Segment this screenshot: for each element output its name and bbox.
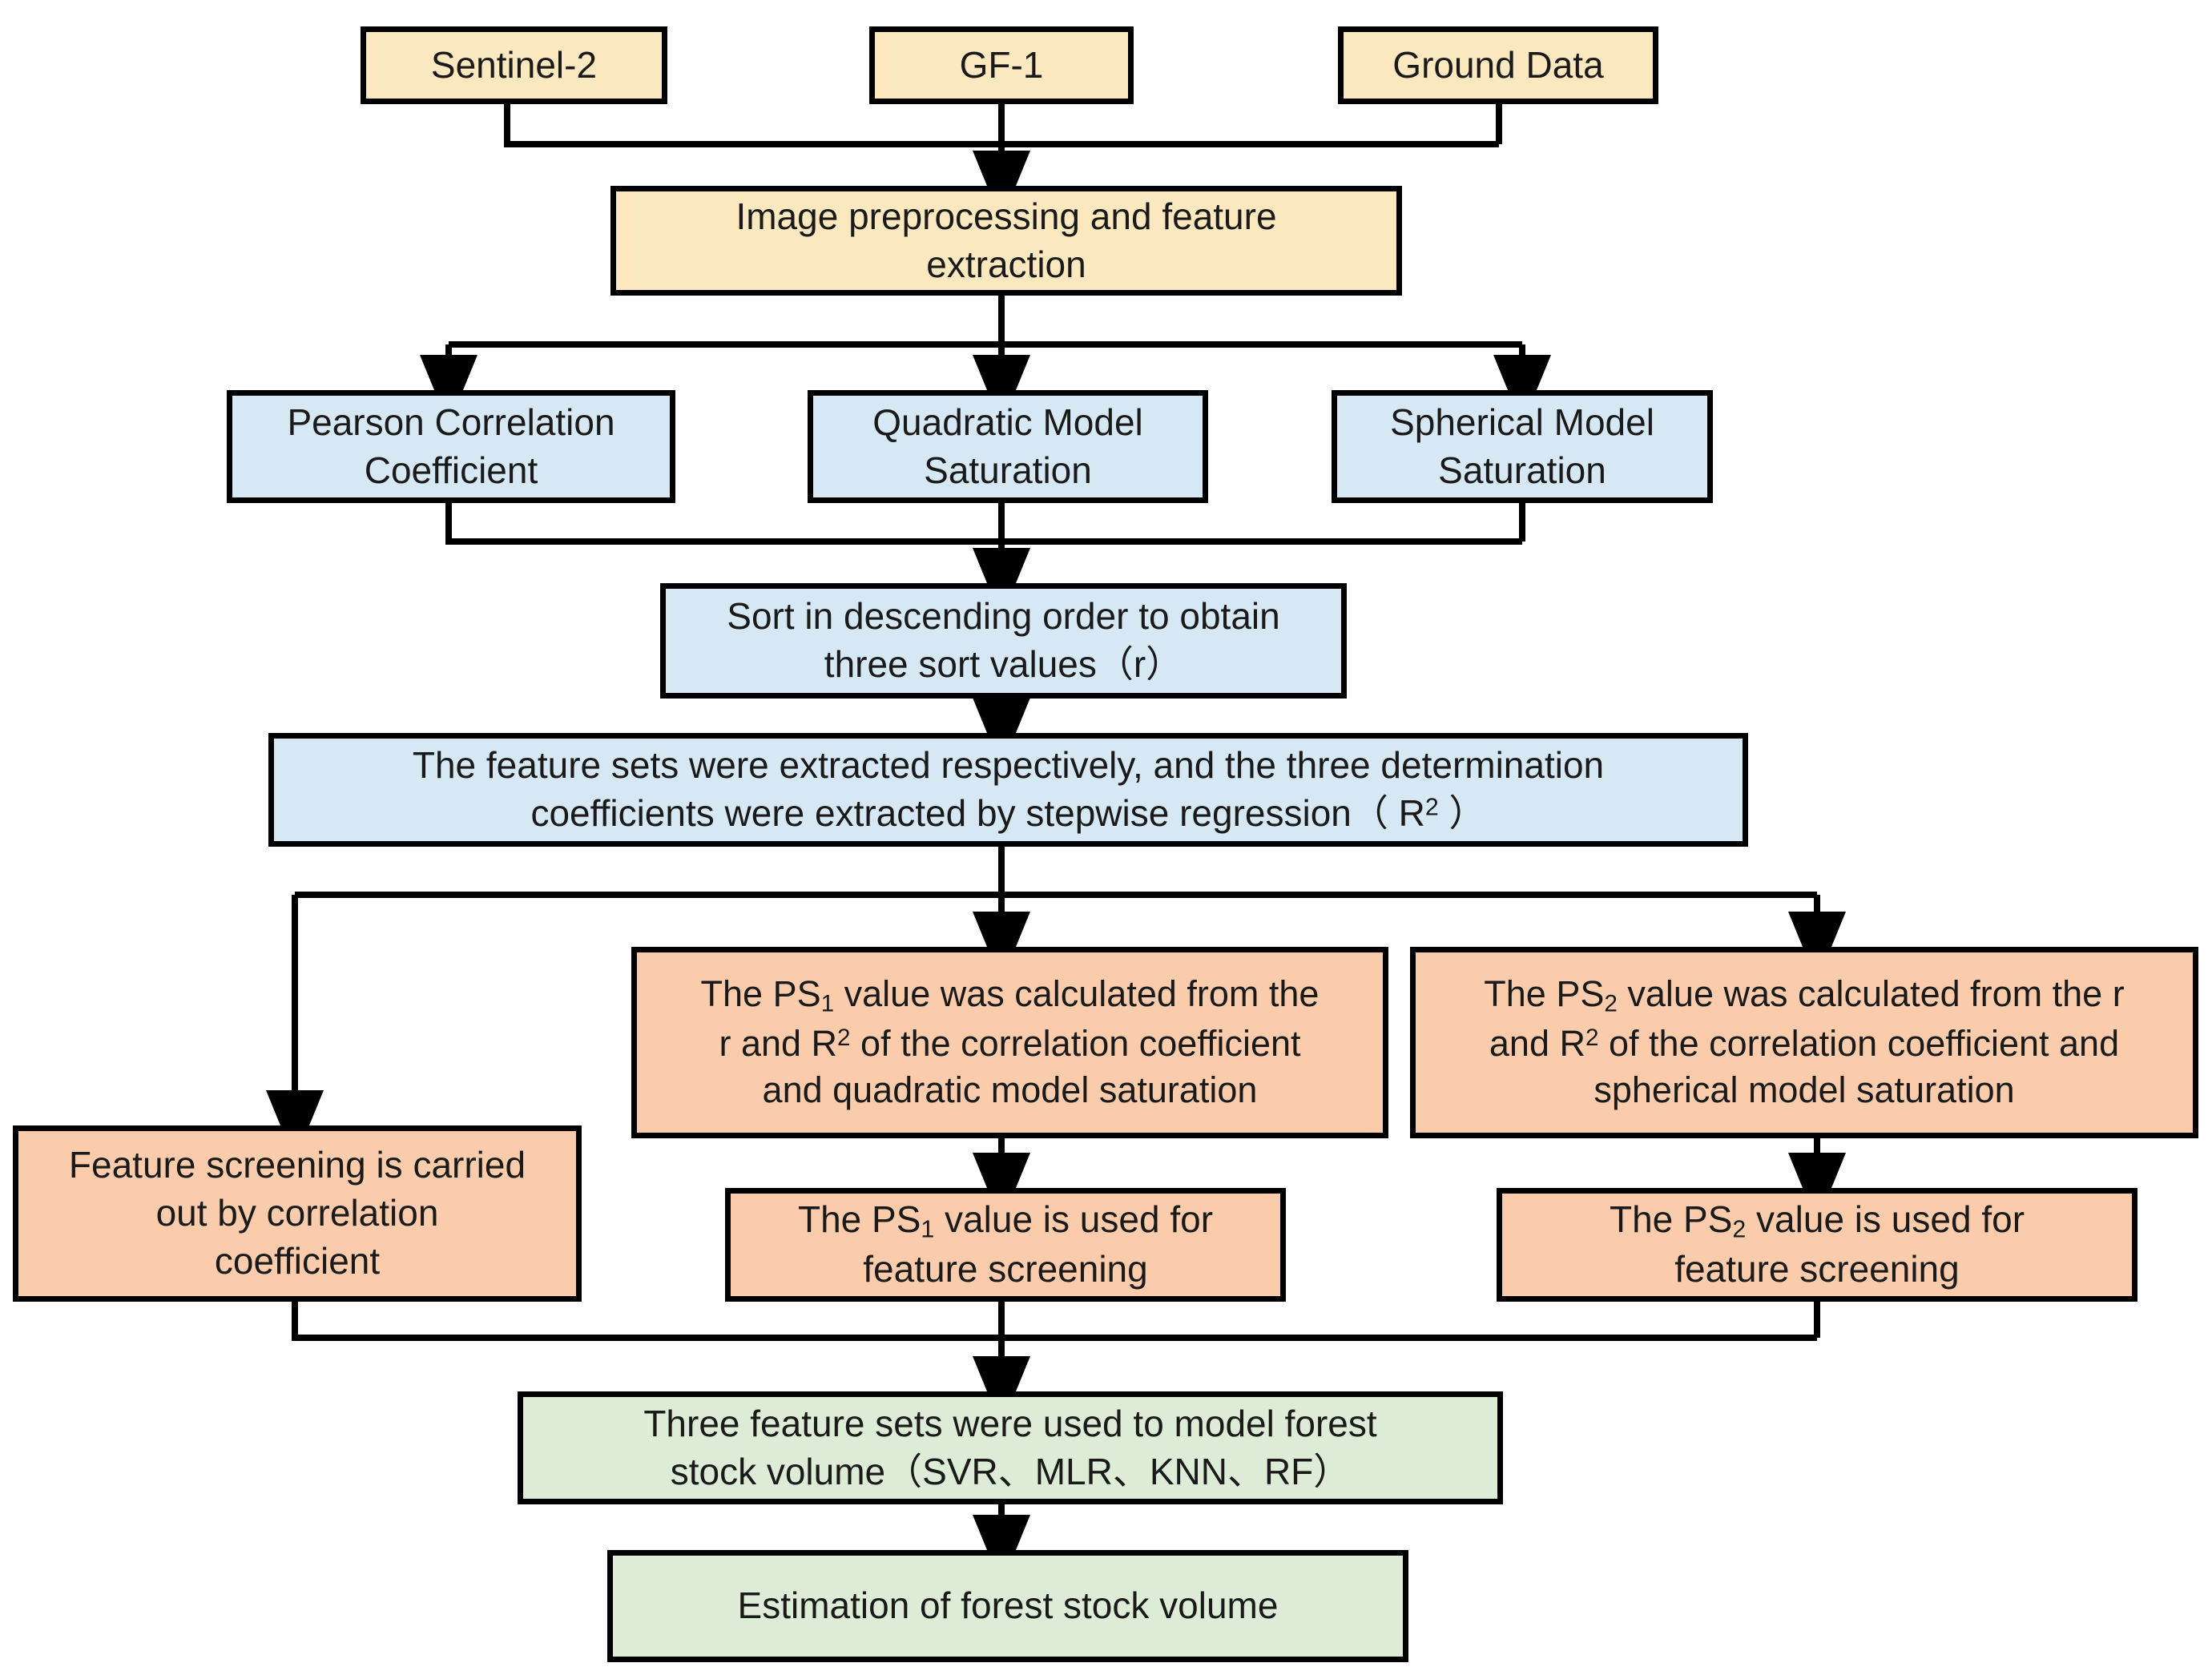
node-spherical-line1: Spherical Model (1390, 401, 1654, 443)
node-estimation-label: Estimation of forest stock volume (737, 1584, 1279, 1627)
node-sort-line2: three sort values (824, 643, 1097, 685)
node-ps2-screen-line2: feature screening (1674, 1248, 1960, 1290)
node-quadratic-saturation[interactable]: Quadratic Model Saturation (808, 390, 1208, 503)
node-preprocessing-line2: extraction (926, 243, 1086, 285)
node-ps2-calc-line2-b: of the correlation coefficient and (1598, 1022, 2120, 1064)
node-preprocessing[interactable]: Image preprocessing and feature extracti… (610, 186, 1402, 296)
node-featuresets-r2-exponent: 2 (1424, 794, 1439, 821)
node-feature-sets-regression[interactable]: The feature sets were extracted respecti… (268, 733, 1748, 847)
wire-pearson-to-merge (445, 503, 1522, 545)
node-ps1-calc-r2-exponent: 2 (837, 1024, 851, 1051)
wire-sentinel-to-bus (504, 104, 1499, 147)
wire-corr-screen-to-merge (292, 1302, 1817, 1341)
node-model-algorithms: （SVR、MLR、KNN、RF） (885, 1450, 1351, 1492)
node-sort-descending[interactable]: Sort in descending order to obtain three… (660, 583, 1347, 699)
node-estimation-forest-stock-volume[interactable]: Estimation of forest stock volume (607, 1550, 1408, 1662)
node-ps2-screen-line1-b: value is used for (1746, 1198, 2025, 1241)
node-ps2-calc-line1-b: value was calculated from the r (1617, 973, 2125, 1015)
node-ps2-calc-r2-exponent: 2 (1585, 1024, 1599, 1051)
node-ps1-calc-subscript: 1 (820, 990, 835, 1017)
node-featuresets-line1: The feature sets were extracted respecti… (412, 744, 1605, 787)
node-ps1-calc-line1-b: value was calculated from the (834, 973, 1320, 1015)
node-corr-screen-line3: coefficient (214, 1239, 381, 1282)
node-ps2-calculation[interactable]: The PS2 value was calculated from the r … (1410, 947, 2198, 1138)
node-ps1-calc-line2-b: of the correlation coefficient (850, 1022, 1301, 1064)
node-sentinel2-label: Sentinel-2 (430, 43, 598, 86)
node-sort-r-value: （r） (1096, 643, 1183, 685)
node-featuresets-r2-open: （ R (1351, 792, 1425, 834)
node-model-line2: stock volume (670, 1450, 886, 1492)
node-ps1-screening[interactable]: The PS1 value is used for feature screen… (725, 1188, 1286, 1302)
node-gf1-label: GF-1 (959, 43, 1044, 86)
node-ps2-calc-line2-a: and R (1489, 1022, 1585, 1064)
node-correlation-screening[interactable]: Feature screening is carried out by corr… (13, 1125, 582, 1302)
node-ps1-calculation[interactable]: The PS1 value was calculated from the r … (631, 947, 1388, 1138)
node-spherical-line2: Saturation (1438, 449, 1606, 491)
node-ps1-screen-subscript: 1 (921, 1216, 935, 1243)
node-gf1[interactable]: GF-1 (869, 26, 1134, 104)
node-ps2-calc-subscript: 2 (1604, 990, 1618, 1017)
node-ps1-calc-line2-a: r and R (719, 1022, 838, 1064)
node-ps2-calc-line3: spherical model saturation (1594, 1069, 2015, 1111)
node-ps2-screen-subscript: 2 (1732, 1216, 1747, 1243)
node-ps2-screen-line1-a: The PS (1609, 1198, 1733, 1241)
node-ps1-screen-line1-a: The PS (797, 1198, 921, 1241)
node-model-forest-stock-volume[interactable]: Three feature sets were used to model fo… (518, 1391, 1503, 1504)
node-ps2-calc-line1-a: The PS (1484, 973, 1605, 1015)
node-pearson-correlation[interactable]: Pearson Correlation Coefficient (227, 390, 675, 503)
node-sentinel2[interactable]: Sentinel-2 (361, 26, 667, 104)
node-sort-line1: Sort in descending order to obtain (727, 595, 1280, 638)
node-ps1-screen-line1-b: value is used for (934, 1198, 1214, 1241)
node-corr-screen-line1: Feature screening is carried (68, 1144, 526, 1186)
node-pearson-line1: Pearson Correlation (287, 401, 615, 443)
node-featuresets-line2: coefficients were extracted by stepwise … (530, 792, 1352, 834)
node-preprocessing-line1: Image preprocessing and feature (735, 195, 1277, 237)
node-ps1-calc-line1-a: The PS (700, 973, 821, 1015)
node-quadratic-line2: Saturation (924, 449, 1092, 491)
node-ground-data-label: Ground Data (1392, 43, 1604, 86)
node-ps1-calc-line3: and quadratic model saturation (762, 1069, 1258, 1111)
node-corr-screen-line2: out by correlation (155, 1192, 439, 1234)
node-featuresets-r2-close: ） (1438, 792, 1486, 834)
node-pearson-line2: Coefficient (364, 449, 538, 491)
node-ps1-screen-line2: feature screening (863, 1248, 1148, 1290)
node-quadratic-line1: Quadratic Model (872, 401, 1143, 443)
node-ground-data[interactable]: Ground Data (1338, 26, 1658, 104)
node-ps2-screening[interactable]: The PS2 value is used for feature screen… (1497, 1188, 2137, 1302)
node-model-line1: Three feature sets were used to model fo… (643, 1402, 1377, 1444)
node-spherical-saturation[interactable]: Spherical Model Saturation (1332, 390, 1713, 503)
